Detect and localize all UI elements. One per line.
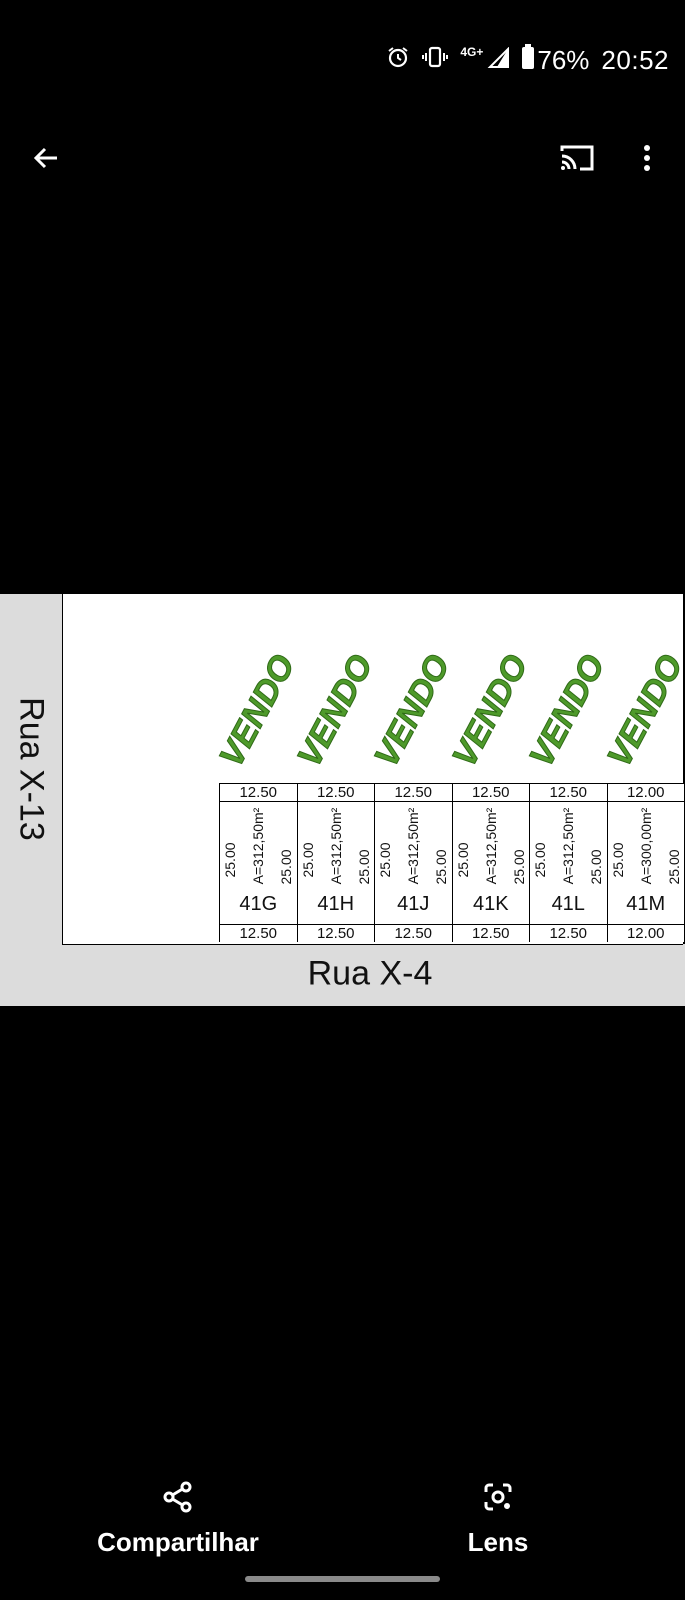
back-button[interactable] — [16, 130, 76, 190]
battery-percentage: 76% — [537, 44, 590, 75]
vendo-text: VENDO — [603, 649, 685, 774]
lot-bottom-dimension: 12.50 — [452, 924, 529, 942]
vendo-stamp: VENDO — [370, 594, 480, 783]
lot-right-dimension: 25.00 — [588, 849, 604, 885]
lot-id: 41G — [239, 893, 278, 915]
lot-top-dimension: 12.50 — [530, 784, 607, 802]
lot-bottom-dimension: 12.50 — [220, 924, 297, 942]
lot-bottom-dimension: 12.00 — [607, 924, 684, 942]
lot-bottom-dimension: 12.50 — [530, 924, 607, 942]
lot-top-dimension: 12.50 — [297, 784, 374, 802]
share-icon — [161, 1480, 195, 1519]
lot-top-dimension: 12.50 — [452, 784, 529, 802]
cast-button[interactable] — [547, 130, 607, 190]
more-options-button[interactable] — [617, 130, 677, 190]
status-bar: 4G+ 76% 20:52 — [0, 0, 685, 120]
vendo-text: VENDO — [293, 649, 380, 774]
street-left: Rua X-13 — [0, 594, 62, 944]
lot-area: A=300,00m² — [637, 807, 654, 885]
bottom-action-bar: Compartilhar Lens — [0, 1470, 685, 1600]
home-indicator[interactable] — [245, 1576, 440, 1582]
lot-area: A=312,50m² — [327, 807, 344, 885]
alarm-icon — [386, 45, 410, 76]
lot-top-dimension: 12.50 — [375, 784, 452, 802]
vendo-text: VENDO — [215, 649, 302, 774]
lot-id: 41K — [472, 893, 509, 915]
lot-left-dimension: 25.00 — [222, 842, 238, 878]
lot-area: A=312,50m² — [482, 807, 499, 885]
share-label: Compartilhar — [97, 1527, 259, 1557]
lot-right-dimension: 25.00 — [433, 849, 449, 885]
lot-left-dimension: 25.00 — [377, 842, 393, 878]
lot-left-dimension: 25.00 — [609, 842, 626, 878]
lot-left-dimension: 25.00 — [454, 842, 471, 878]
lot-top-dimension: 12.00 — [607, 784, 684, 802]
vendo-stamp: VENDO — [448, 594, 558, 783]
vendo-text: VENDO — [525, 649, 612, 774]
vendo-stamp: VENDO — [525, 594, 635, 783]
lot-left-dimension: 25.00 — [299, 842, 316, 878]
status-icons: 4G+ 76% 20:52 — [386, 40, 669, 80]
lot-id: 41M — [626, 893, 666, 915]
lot-area: A=312,50m² — [405, 807, 421, 885]
lot-id: 41L — [551, 893, 585, 915]
street-left-label: Rua X-13 — [12, 697, 51, 841]
lot-area: A=312,50m² — [250, 807, 266, 885]
lot-id: 41J — [397, 893, 430, 915]
vendo-text: VENDO — [370, 649, 457, 774]
lot-area: A=312,50m² — [560, 807, 576, 885]
network-type: 4G+ — [460, 45, 484, 59]
lens-button[interactable]: Lens — [458, 1480, 538, 1580]
cast-icon — [558, 143, 596, 178]
street-bottom-label: Rua X-4 — [307, 954, 433, 993]
block-border — [683, 594, 685, 944]
more-vert-icon — [642, 143, 652, 178]
vendo-stamp: VENDO — [215, 594, 325, 783]
lot-bottom-dimension: 12.50 — [297, 924, 374, 942]
clock: 20:52 — [601, 44, 669, 75]
lot-left-dimension: 25.00 — [532, 842, 548, 878]
lot-right-dimension: 25.00 — [278, 849, 294, 885]
battery-icon — [521, 43, 535, 77]
lot-top-dimension: 12.50 — [220, 784, 297, 802]
lot-id: 41H — [317, 893, 355, 915]
viewer-toolbar — [0, 120, 685, 200]
vibrate-icon — [422, 45, 449, 76]
share-button[interactable]: Compartilhar — [88, 1480, 268, 1580]
lens-label: Lens — [467, 1527, 529, 1557]
vendo-stamp: VENDO — [293, 594, 403, 783]
street-bottom: Rua X-4 — [0, 946, 685, 1006]
lot-right-dimension: 25.00 — [510, 849, 527, 885]
lot-right-dimension: 25.00 — [355, 849, 372, 885]
lot-bottom-dimension: 12.50 — [375, 924, 452, 942]
lens-icon — [481, 1480, 515, 1519]
lot-right-dimension: 25.00 — [665, 849, 682, 885]
arrow-back-icon — [31, 143, 61, 178]
vendo-text: VENDO — [448, 649, 535, 774]
vendo-stamp: VENDO — [603, 594, 685, 783]
signal-icon — [487, 45, 510, 76]
